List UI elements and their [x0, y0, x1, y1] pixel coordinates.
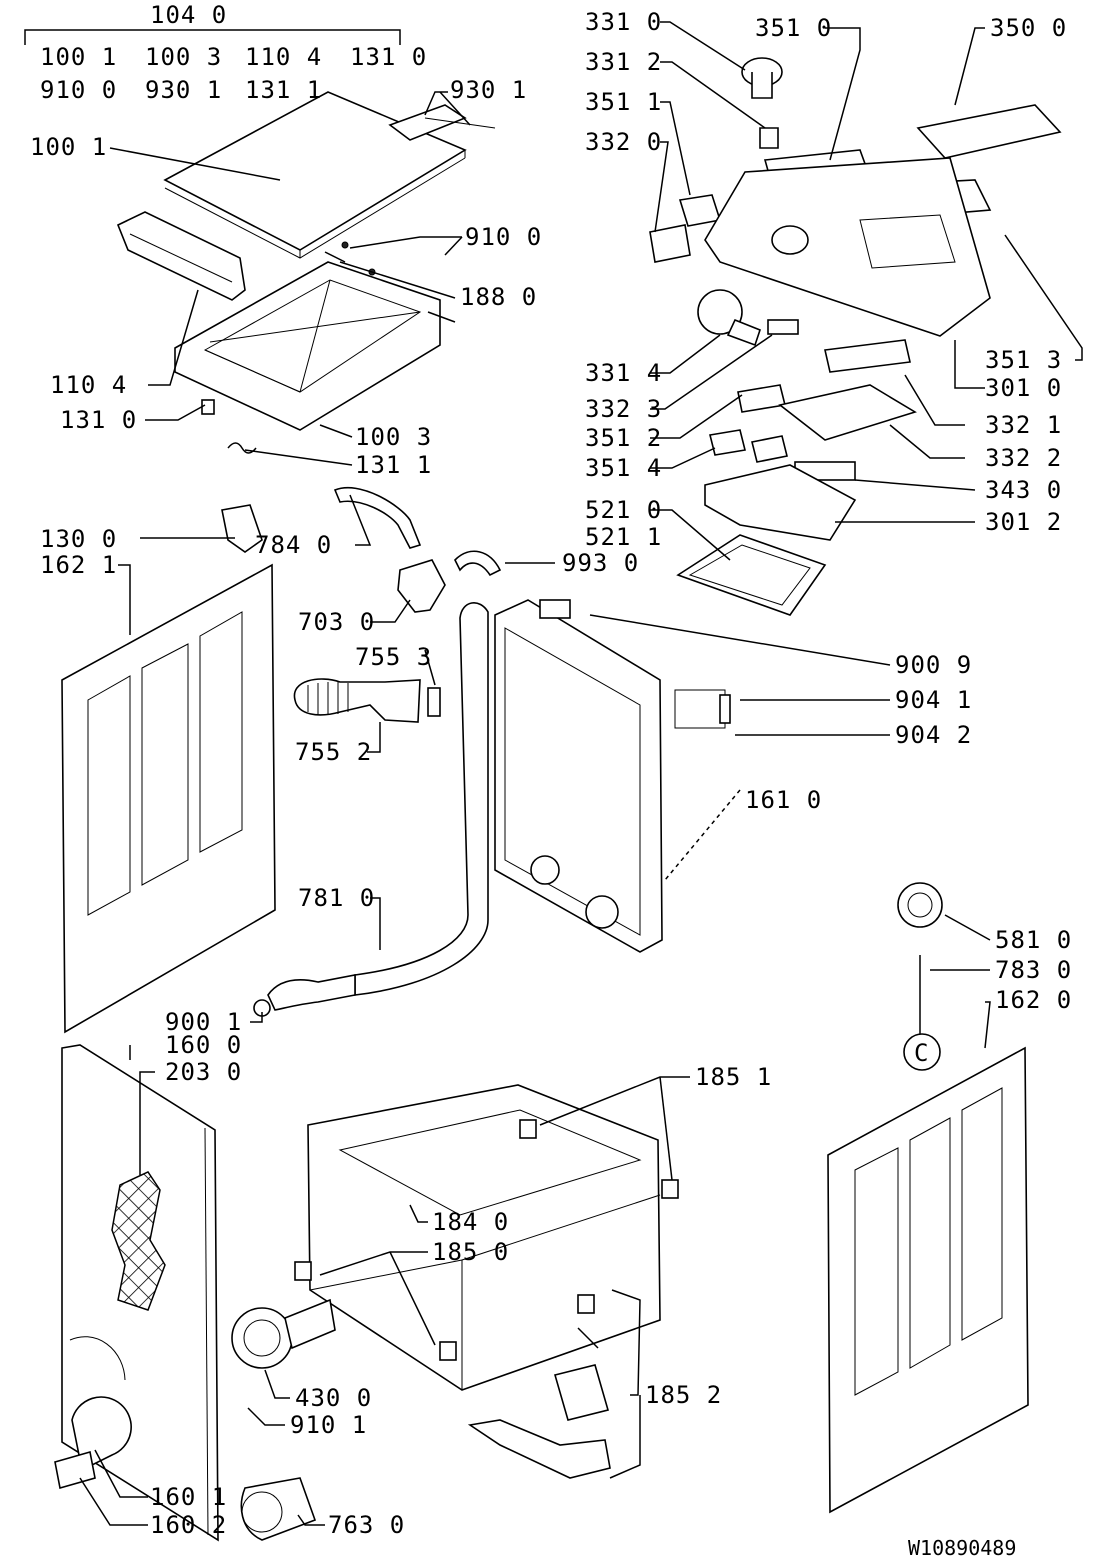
label-783-0: 783 0	[995, 956, 1072, 984]
base-frame	[231, 1084, 679, 1541]
label-755-2: 755 2	[295, 738, 372, 766]
label-351-3: 351 3	[985, 346, 1062, 374]
label-185-1: 185 1	[695, 1063, 772, 1091]
front-panel	[54, 1044, 219, 1542]
top-frame	[174, 261, 441, 431]
control-panel-group	[649, 57, 1062, 616]
lid-handle	[116, 211, 246, 301]
label-301-2: 301 2	[985, 508, 1062, 536]
label-332-2: 332 2	[985, 444, 1062, 472]
label-160-2: 160 2	[150, 1511, 227, 1539]
label-910-1: 910 1	[290, 1411, 367, 1439]
part-labels: 104 0 100 1 100 3 110 4 131 0 910 0 930 …	[30, 1, 1072, 1560]
document-number: W10890489	[908, 1536, 1016, 1560]
label-521-0: 521 0	[585, 496, 662, 524]
label-351-2: 351 2	[585, 424, 662, 452]
label-110-4: 110 4	[50, 371, 127, 399]
label-131-0: 131 0	[60, 406, 137, 434]
leader-lines	[79, 21, 1083, 1526]
label-351-1: 351 1	[585, 88, 662, 116]
label-900-9: 900 9	[895, 651, 972, 679]
label-162-1: 162 1	[40, 551, 117, 579]
label-930-1: 930 1	[450, 76, 527, 104]
label-104-0: 104 0	[150, 1, 227, 29]
label-910-0: 910 0	[465, 223, 542, 251]
label-900-1: 900 1	[165, 1008, 242, 1036]
label-930-1-top: 930 1	[145, 76, 222, 104]
label-188-0: 188 0	[460, 283, 537, 311]
label-910-0-top: 910 0	[40, 76, 117, 104]
label-161-0: 161 0	[745, 786, 822, 814]
label-581-0: 581 0	[995, 926, 1072, 954]
label-521-1: 521 1	[585, 523, 662, 551]
label-343-0: 343 0	[985, 476, 1062, 504]
label-131-1-top: 131 1	[245, 76, 322, 104]
label-100-1: 100 1	[30, 133, 107, 161]
label-350-0: 350 0	[990, 14, 1067, 42]
label-430-0: 430 0	[295, 1384, 372, 1412]
label-130-0: 130 0	[40, 525, 117, 553]
hoses-group	[253, 487, 502, 1017]
label-131-1: 131 1	[355, 451, 432, 479]
top-lid-group	[24, 29, 496, 553]
label-781-0: 781 0	[298, 884, 375, 912]
label-332-0: 332 0	[585, 128, 662, 156]
label-184-0: 184 0	[432, 1208, 509, 1236]
label-904-1: 904 1	[895, 686, 972, 714]
label-185-2: 185 2	[645, 1381, 722, 1409]
right-side-panel	[827, 882, 1029, 1514]
label-160-0: 160 0	[165, 1031, 242, 1059]
circle-c-label: C	[914, 1039, 929, 1067]
label-301-0: 301 0	[985, 374, 1062, 402]
label-904-2: 904 2	[895, 721, 972, 749]
label-755-3: 755 3	[355, 643, 432, 671]
label-203-0: 203 0	[165, 1058, 242, 1086]
label-100-1-top: 100 1	[40, 43, 117, 71]
label-331-0: 331 0	[585, 8, 662, 36]
label-160-1: 160 1	[150, 1483, 227, 1511]
label-703-0: 703 0	[298, 608, 375, 636]
label-100-3: 100 3	[355, 423, 432, 451]
label-332-3: 332 3	[585, 395, 662, 423]
label-351-4: 351 4	[585, 454, 662, 482]
label-131-0-top: 131 0	[350, 43, 427, 71]
label-784-0: 784 0	[255, 531, 332, 559]
left-side-panel	[61, 563, 276, 1034]
label-100-3-top: 100 3	[145, 43, 222, 71]
label-763-0: 763 0	[328, 1511, 405, 1539]
label-332-1: 332 1	[985, 411, 1062, 439]
label-993-0: 993 0	[562, 549, 639, 577]
label-331-2: 331 2	[585, 48, 662, 76]
label-185-0: 185 0	[432, 1238, 509, 1266]
label-110-4-top: 110 4	[245, 43, 322, 71]
label-331-4: 331 4	[585, 359, 662, 387]
label-162-0: 162 0	[995, 986, 1072, 1014]
label-351-0: 351 0	[755, 14, 832, 42]
rear-panel	[494, 599, 731, 953]
